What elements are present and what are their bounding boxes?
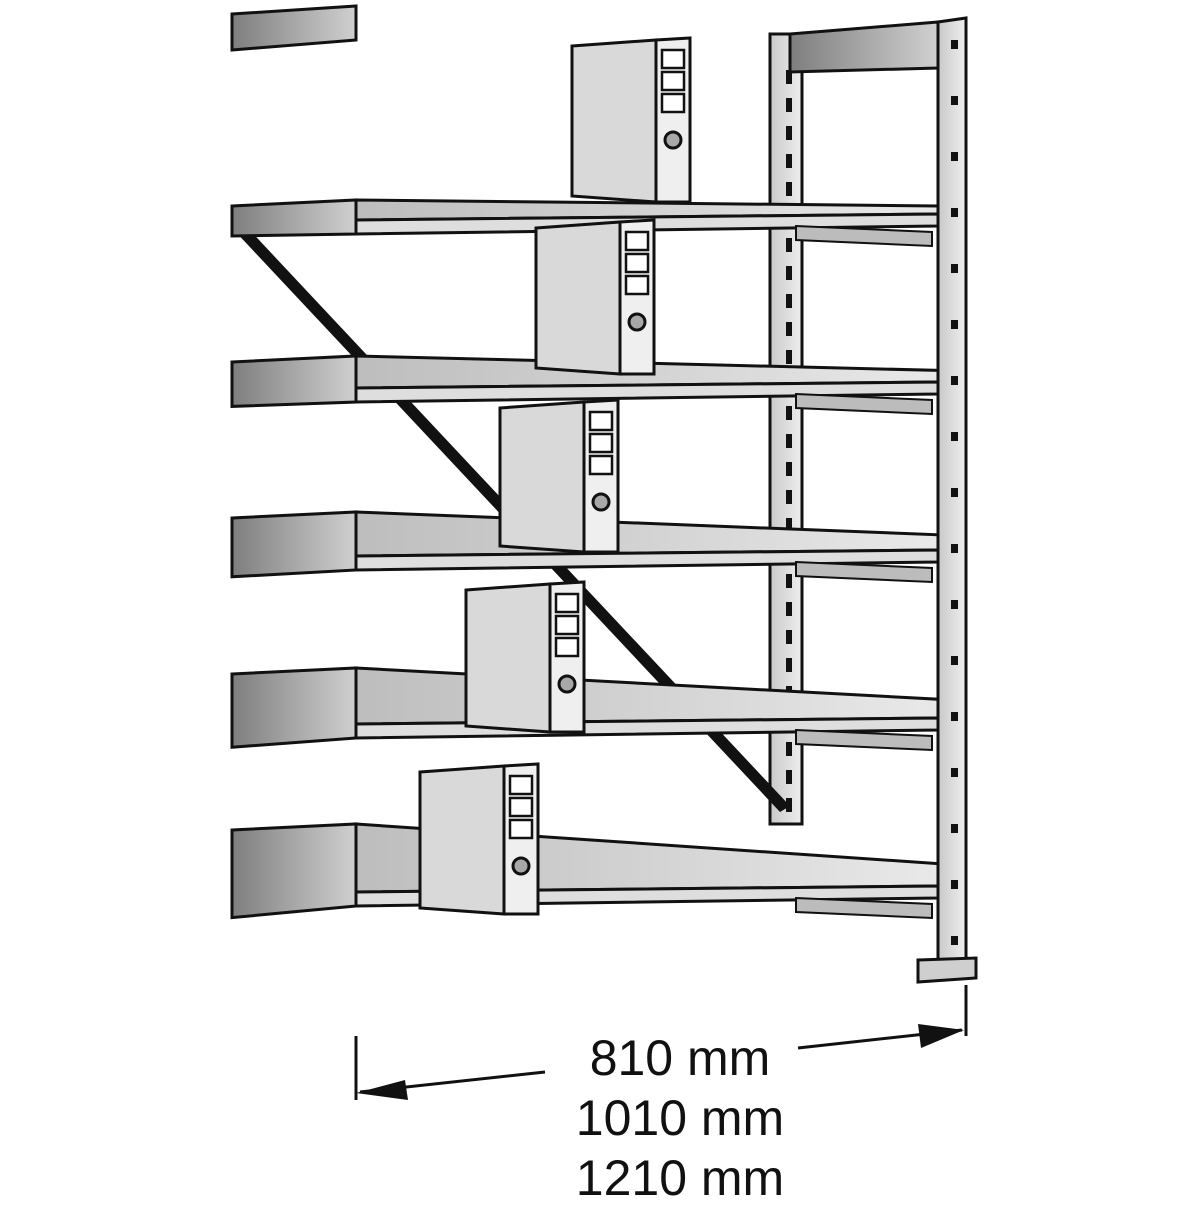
dim-arrowhead-left xyxy=(356,1080,408,1100)
shelf-rear-bracket xyxy=(795,392,933,416)
binder-side xyxy=(498,400,586,554)
top-frame-bar xyxy=(788,20,940,74)
dimension-arrows xyxy=(354,700,968,1100)
front-upright xyxy=(916,16,978,984)
binder-label-window xyxy=(624,274,650,296)
binder-label-window xyxy=(660,92,686,114)
label-plate xyxy=(230,4,358,52)
binder-finger-hole xyxy=(627,312,647,332)
upright-foot xyxy=(916,956,978,984)
binder-label-window xyxy=(588,454,614,476)
dimension-width-810: 810 mm xyxy=(589,1030,771,1086)
dimension-width-1010: 1010 mm xyxy=(575,1090,785,1146)
binder-3 xyxy=(498,398,620,554)
binder-side xyxy=(464,582,552,734)
binder-side xyxy=(418,764,506,916)
binder-finger-hole xyxy=(663,130,683,150)
shelf-rear-bracket xyxy=(795,224,933,248)
binder-label-window xyxy=(624,252,650,274)
binder-finger-hole xyxy=(591,492,611,512)
shelf-rear-bracket xyxy=(795,560,933,584)
binder-2 xyxy=(534,218,656,376)
shelf-rear-bracket xyxy=(795,896,933,920)
shelf-end-panel xyxy=(230,822,358,920)
binder-label-window xyxy=(624,230,650,252)
binders xyxy=(418,36,692,916)
binder-4 xyxy=(464,580,586,734)
binder-finger-hole xyxy=(511,856,531,876)
binder-label-window xyxy=(554,614,580,636)
shelf-end-panel xyxy=(230,666,358,749)
binder-label-window xyxy=(554,592,580,614)
binder-label-window xyxy=(660,48,686,70)
binder-5 xyxy=(418,762,540,916)
binder-label-window xyxy=(554,636,580,658)
binder-label-window xyxy=(508,818,534,840)
binder-label-window xyxy=(660,70,686,92)
binder-label-window xyxy=(508,796,534,818)
binder-label-window xyxy=(588,432,614,454)
shelf-end-panel xyxy=(230,510,358,579)
binder-label-window xyxy=(508,774,534,796)
shelf-5 xyxy=(230,822,940,920)
shelf-end-panel xyxy=(230,198,358,238)
shelf-end-panel xyxy=(230,354,358,408)
binder-side xyxy=(534,220,622,376)
dim-arrowhead-right xyxy=(918,1024,964,1048)
binder-label-window xyxy=(588,410,614,432)
dimension-width-1210: 1210 mm xyxy=(575,1150,785,1206)
shelf-rear-bracket xyxy=(795,728,933,752)
shelf-surface xyxy=(354,666,940,726)
binder-finger-hole xyxy=(557,674,577,694)
binder-side xyxy=(570,38,658,204)
binder-1 xyxy=(570,36,692,204)
